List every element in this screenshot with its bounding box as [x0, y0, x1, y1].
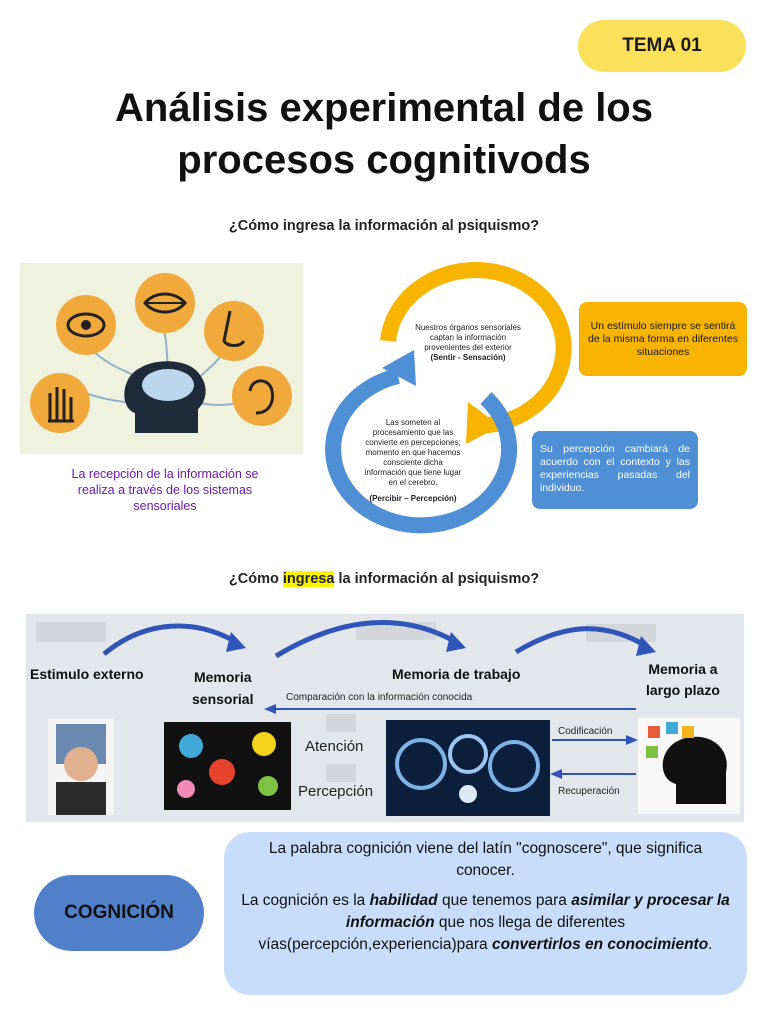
cycle-top-text: Nuestros órganos sensoriales captan la i… [398, 323, 538, 363]
attention-label: Atención [305, 738, 364, 755]
cycle-top-label: (Sentir - Sensación) [430, 353, 506, 362]
arrow-head [446, 632, 466, 652]
tema-badge: TEMA 01 [578, 20, 746, 72]
stage-long-term-memory: Memoria a largo plazo [646, 659, 720, 701]
ear-icon [232, 366, 292, 426]
nose-icon [204, 301, 264, 361]
section1-question: ¿Cómo ingresa la información al psiquism… [228, 218, 540, 234]
stage-label-line: largo plazo [646, 682, 720, 698]
definition-etymology: La palabra cognición viene del latín "co… [268, 840, 703, 879]
definition-main: La cognición es la habilidad que tenemos… [240, 890, 731, 956]
stage-label-line: Memoria [193, 669, 252, 685]
memory-flow-diagram [36, 620, 740, 816]
cycle-bottom-text: Las someten al procesamiento que las con… [350, 418, 476, 504]
head-icon [124, 361, 206, 433]
working-memory-image [386, 720, 550, 816]
memory-flow-panel: Estimulo externo Memoria sensorial Memor… [26, 614, 744, 822]
definition-text: . [708, 936, 713, 953]
comparison-label: Comparación con la información conocida [286, 692, 473, 703]
sensation-note: Un estímulo siempre se sentirá de la mis… [579, 302, 747, 376]
question-suffix: la información al psiquismo? [334, 571, 540, 587]
question-highlight: ingresa [282, 571, 335, 587]
hand-icon [30, 373, 90, 433]
definition-text: La cognición es la [241, 892, 370, 909]
cycle-top-line: Nuestros órganos sensoriales [415, 323, 521, 332]
blue-arrow-head [382, 350, 416, 386]
stimulus-photo [48, 719, 114, 815]
title-line-1: Análisis experimental de los [115, 86, 653, 130]
perception-label: Percepción [298, 783, 374, 800]
cycle-top-line: provenientes del exterior [424, 343, 512, 352]
stage-working-memory: Memoria de trabajo [392, 666, 521, 682]
perception-cycle-diagram [325, 262, 572, 534]
cognition-pill: COGNICIÓN [34, 875, 204, 951]
section2-question: ¿Cómo ingresa la información al psiquism… [40, 571, 728, 587]
stage-external-stimulus: Estimulo externo [30, 666, 144, 682]
mouth-icon [135, 273, 195, 333]
cycle-bottom-line: consciente dicha [383, 458, 443, 467]
arrow-head [226, 632, 246, 652]
eye-icon [56, 295, 116, 355]
cycle-bottom-line: Las someten al [385, 418, 441, 427]
definition-emphasis: asimilar y procesar la información [345, 892, 730, 931]
title-line-2: procesos cognitivods [177, 138, 591, 182]
stage-label-line: sensorial [192, 691, 254, 707]
cycle-top-line: captan la información [429, 333, 507, 342]
long-term-memory-image [638, 718, 740, 814]
definition-text: que tenemos para [437, 892, 572, 909]
stage-label-line: Memoria a [648, 661, 718, 677]
definition-text: que nos llega de diferentes vías(percepc… [258, 914, 626, 953]
yellow-arrow-head [466, 402, 500, 444]
stage-sensory-memory: Memoria sensorial [192, 666, 253, 710]
encoding-label: Codificación [558, 726, 613, 737]
perception-note: Su percepción cambiará de acuerdo con el… [532, 431, 698, 509]
blue-arc [325, 368, 518, 534]
arrow-head [636, 636, 656, 656]
retrieval-label: Recuperación [558, 786, 620, 797]
definition-emphasis: habilidad [369, 892, 438, 909]
arrow-stimulus-to-sensory [102, 623, 238, 656]
cycle-bottom-label: (Percibir – Percepción) [369, 494, 457, 503]
cycle-bottom-line: momento en que hacemos [365, 448, 461, 457]
senses-diagram [30, 273, 292, 433]
sensory-memory-image [164, 722, 291, 810]
reception-text: La recepción de la información se realiz… [71, 467, 259, 513]
page-title: Análisis experimental de los procesos co… [30, 82, 738, 186]
cycle-bottom-line: convierte en percepciones; [365, 438, 461, 447]
cycle-bottom-line: procesamiento que las [372, 428, 454, 437]
arrow-working-to-longterm [514, 626, 648, 655]
arrow-sensory-to-working [274, 620, 458, 659]
definition-emphasis: convertirlos en conocimiento [491, 936, 709, 953]
cycle-bottom-line: información que tiene lugar [364, 468, 462, 477]
senses-illustration [20, 263, 303, 454]
comparison-arrow-head [264, 704, 276, 714]
cycle-bottom-line: en el cerebro. [388, 478, 438, 487]
yellow-arc [380, 262, 572, 434]
cognition-definition-box: La palabra cognición viene del latín "co… [224, 832, 747, 995]
question-prefix: ¿Cómo [228, 571, 283, 587]
